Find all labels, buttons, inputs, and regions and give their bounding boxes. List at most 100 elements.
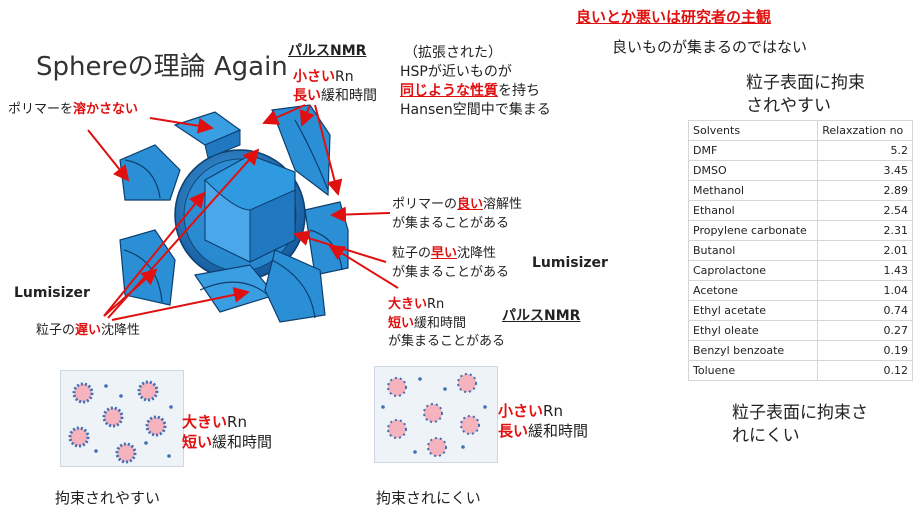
solvent-name: Ethyl acetate bbox=[687, 300, 819, 321]
relaxation-value: 2.01 bbox=[817, 240, 913, 261]
solvent-name: Methanol bbox=[687, 180, 819, 201]
solvent-name: Caprolactone bbox=[687, 260, 819, 281]
slide-title: Sphereの理論 Again bbox=[36, 52, 288, 82]
short-relax-mid: 短い緩和時間 bbox=[388, 315, 466, 333]
rn-text-mid: Rn bbox=[427, 297, 445, 312]
solvent-name: Ethyl oleate bbox=[687, 320, 819, 341]
solvent-name: DMF bbox=[687, 140, 819, 161]
lumisizer-label-left: Lumisizer bbox=[14, 285, 90, 301]
polymer-good-solubility-label: ポリマーの良い溶解性 bbox=[392, 196, 522, 214]
explanation-line1: （拡張された） bbox=[404, 45, 502, 61]
bottom-left-short-emph: 短い bbox=[182, 433, 213, 451]
relax-text-mid: 緩和時間 bbox=[414, 316, 467, 331]
bottom-mid-rn: Rn bbox=[543, 402, 563, 420]
bottom-left-short-relax: 短い緩和時間 bbox=[182, 432, 272, 452]
constrained-hardly-label: 粒子表面に拘束されにくい bbox=[732, 403, 868, 446]
gather-text-3: が集まることがある bbox=[388, 334, 506, 349]
solvent-name: Benzyl benzoate bbox=[687, 340, 819, 361]
explanation-line3: 同じような性質を持ち bbox=[400, 82, 540, 101]
dispersion-particles-dense bbox=[68, 380, 173, 464]
polymer-good-pre: ポリマーの bbox=[392, 197, 458, 212]
dispersion-panel-sparse bbox=[374, 366, 498, 463]
relaxation-value: 2.54 bbox=[817, 200, 913, 221]
relaxation-value: 1.43 bbox=[817, 260, 913, 281]
relaxation-value: 5.2 bbox=[817, 140, 913, 161]
table-header-row: Solvents Relaxzation no bbox=[687, 120, 913, 141]
relaxation-value: 0.74 bbox=[817, 300, 913, 321]
subjectivity-heading: 良いとか悪いは研究者の主観 bbox=[576, 8, 772, 26]
polymer-pre: ポリマーを bbox=[8, 102, 74, 117]
small-rn-top: 小さいRn bbox=[293, 68, 354, 87]
solubility-text: 溶解性 bbox=[483, 197, 523, 212]
relaxation-value: 0.19 bbox=[817, 340, 913, 361]
column-header-solvents: Solvents bbox=[687, 120, 819, 141]
bottom-left-caption: 拘束されやすい bbox=[55, 489, 161, 507]
pulse-nmr-label-mid: パルスNMR bbox=[502, 308, 581, 324]
dispersion-panel-dense bbox=[60, 370, 184, 467]
gather-text-2: が集まることがある bbox=[392, 265, 510, 280]
pulse-nmr-label-top: パルスNMR bbox=[288, 43, 367, 59]
solvent-name: Propylene carbonate bbox=[687, 220, 819, 241]
bottom-mid-caption: 拘束されにくい bbox=[376, 489, 481, 507]
solvent-name: DMSO bbox=[687, 160, 819, 181]
relax-text: 緩和時間 bbox=[321, 88, 377, 104]
lumisizer-label-right: Lumisizer bbox=[532, 255, 608, 271]
relaxation-value: 1.04 bbox=[817, 280, 913, 301]
fast-sedimentation-label: 粒子の早い沈降性 bbox=[392, 245, 496, 263]
fast-sed-pre: 粒子の bbox=[392, 246, 432, 261]
relaxation-value: 0.12 bbox=[817, 360, 913, 381]
gather-text-1: が集まることがある bbox=[392, 216, 510, 231]
constrained-easily-label: 粒子表面に拘束されやすい bbox=[746, 73, 865, 116]
sedimentation-text: 沈降性 bbox=[457, 246, 497, 261]
polymer-insoluble-label: ポリマーを溶かさない bbox=[8, 101, 138, 119]
relaxation-value: 2.89 bbox=[817, 180, 913, 201]
explanation-line4: Hansen空間中で集まる bbox=[400, 102, 551, 118]
column-header-relaxation: Relaxzation no bbox=[817, 120, 913, 141]
solvent-name: Acetone bbox=[687, 280, 819, 301]
solvent-name: Butanol bbox=[687, 240, 819, 261]
short-emph: 短い bbox=[388, 316, 415, 331]
bottom-left-big-emph: 大きい bbox=[182, 413, 228, 431]
long-emph: 長い bbox=[293, 88, 321, 104]
bottom-mid-small-rn: 小さいRn bbox=[498, 401, 563, 421]
big-emph: 大きい bbox=[388, 297, 428, 312]
explanation-line3-rest: を持ち bbox=[498, 83, 540, 99]
bottom-left-rn: Rn bbox=[227, 413, 247, 431]
bottom-left-relax: 緩和時間 bbox=[212, 433, 273, 451]
long-relax-top: 長い緩和時間 bbox=[293, 87, 377, 106]
bottom-mid-long-emph: 長い bbox=[498, 422, 529, 440]
relaxation-value: 0.27 bbox=[817, 320, 913, 341]
bottom-mid-long-relax: 長い緩和時間 bbox=[498, 421, 588, 441]
big-rn-mid: 大きいRn bbox=[388, 296, 444, 314]
relaxation-value: 3.45 bbox=[817, 160, 913, 181]
bottom-left-big-rn: 大きいRn bbox=[182, 412, 247, 432]
small-emph: 小さい bbox=[293, 69, 335, 85]
bottom-mid-relax: 緩和時間 bbox=[528, 422, 589, 440]
bottom-mid-small-emph: 小さい bbox=[498, 402, 544, 420]
solvent-name: Ethanol bbox=[687, 200, 819, 221]
slow-sedimentation-label: 粒子の遅い沈降性 bbox=[36, 322, 140, 340]
cube-sphere-illustration bbox=[119, 104, 349, 323]
similar-property-emph: 同じような性質 bbox=[400, 83, 498, 99]
slow-emph: 遅い bbox=[75, 323, 102, 338]
slow-sedimentation-text: 沈降性 bbox=[101, 323, 141, 338]
fast-emph: 早い bbox=[431, 246, 458, 261]
solvent-name: Toluene bbox=[687, 360, 819, 381]
good-emph: 良い bbox=[457, 197, 484, 212]
dispersion-particles-sparse bbox=[381, 373, 487, 457]
rn-text: Rn bbox=[335, 69, 354, 85]
